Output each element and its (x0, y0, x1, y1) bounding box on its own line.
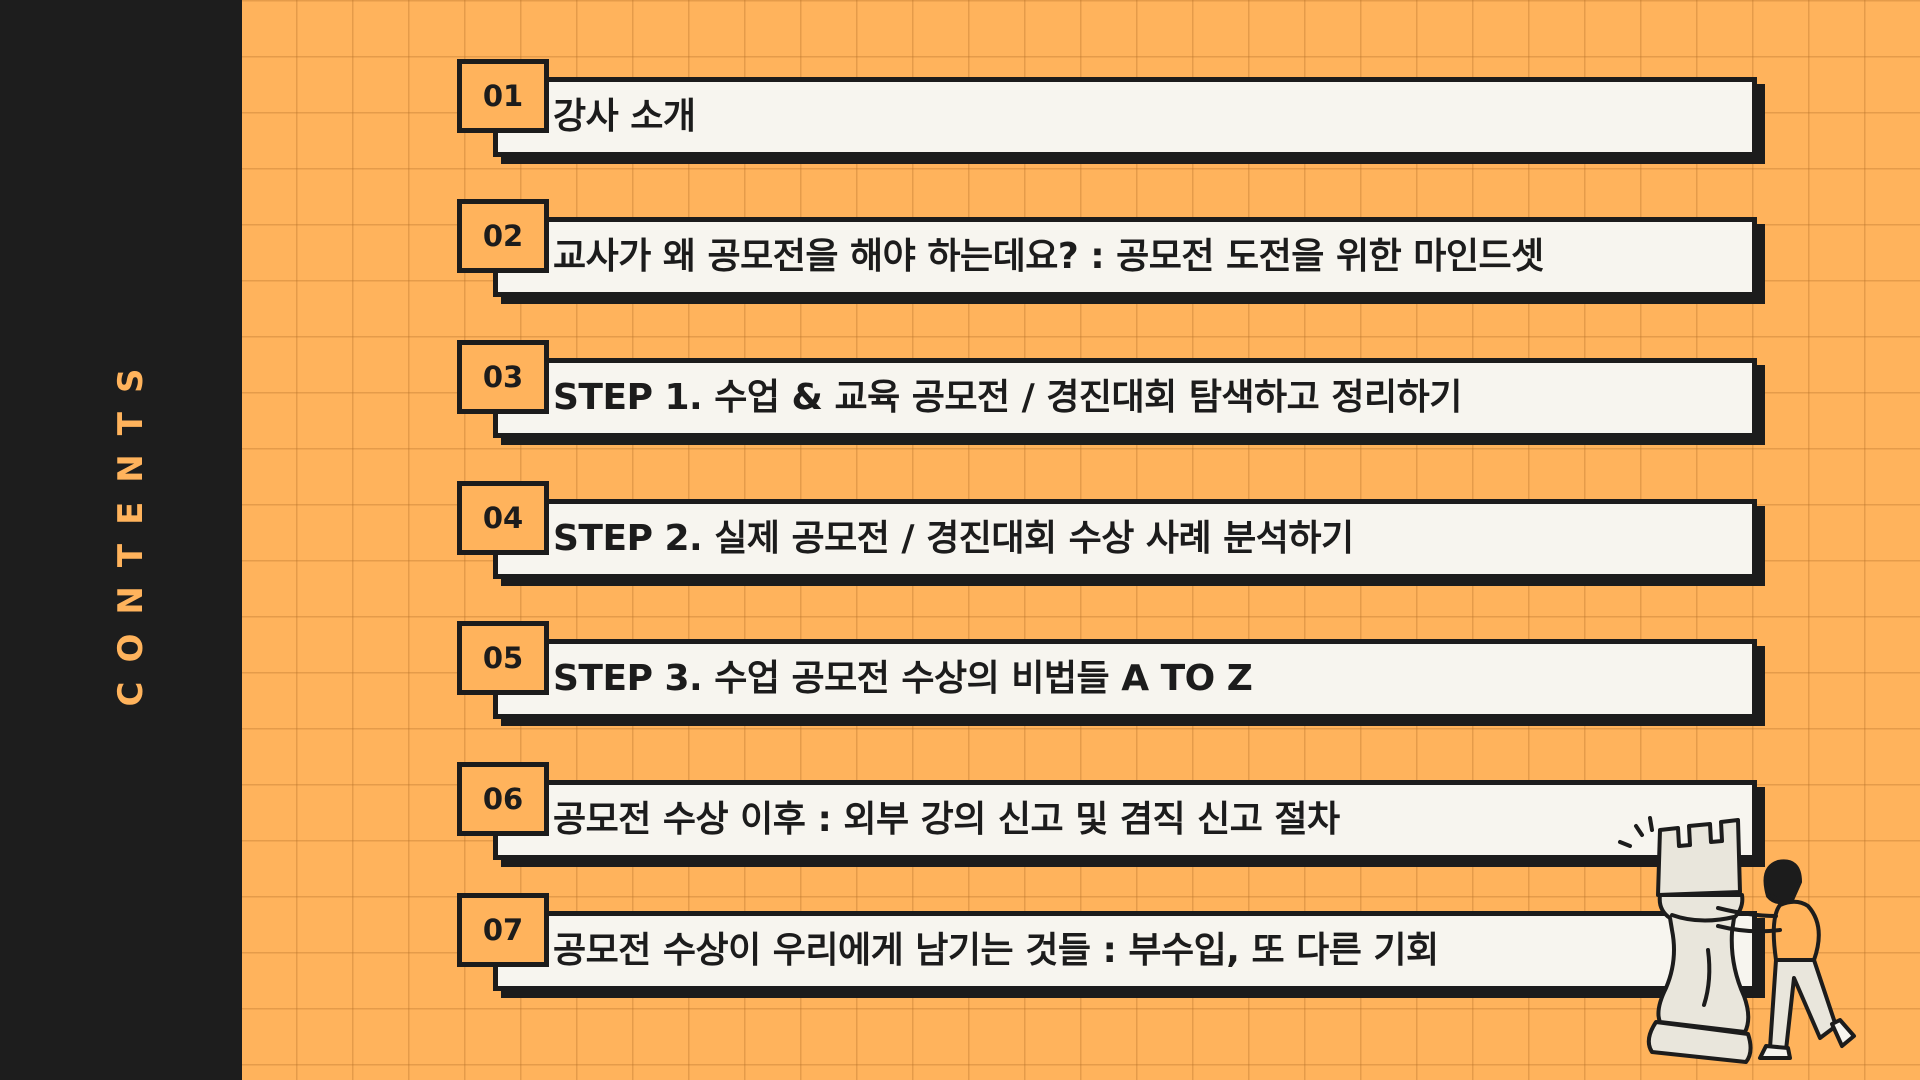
contents-heading: CONTENTS (111, 349, 151, 707)
item-label: 공모전 수상이 우리에게 남기는 것들 : 부수입, 또 다른 기회 (553, 930, 1439, 971)
item-number-badge: 01 (457, 59, 549, 133)
item-number-badge: 03 (457, 340, 549, 414)
item-number-badge: 05 (457, 621, 549, 695)
item-label: 강사 소개 (553, 96, 696, 137)
item-bar (493, 77, 1757, 157)
item-label: STEP 2. 실제 공모전 / 경진대회 수상 사례 분석하기 (553, 518, 1354, 559)
item-number-badge: 06 (457, 762, 549, 836)
contents-item-03: STEP 1. 수업 & 교육 공모전 / 경진대회 탐색하고 정리하기 03 (457, 340, 1762, 440)
contents-item-02: 교사가 왜 공모전을 해야 하는데요? : 공모전 도전을 위한 마인드셋 02 (457, 199, 1762, 299)
person-pushing-chess-rook-icon (1618, 816, 1856, 1064)
item-label: STEP 3. 수업 공모전 수상의 비법들 A TO Z (553, 658, 1253, 699)
contents-item-01: 강사 소개 01 (457, 59, 1762, 159)
contents-item-04: STEP 2. 실제 공모전 / 경진대회 수상 사례 분석하기 04 (457, 481, 1762, 581)
item-bar (493, 358, 1757, 438)
item-number-badge: 07 (457, 893, 549, 967)
item-number-badge: 02 (457, 199, 549, 273)
sidebar: CONTENTS (0, 0, 242, 1080)
item-label: 교사가 왜 공모전을 해야 하는데요? : 공모전 도전을 위한 마인드셋 (553, 236, 1544, 277)
item-bar (493, 217, 1757, 297)
item-label: STEP 1. 수업 & 교육 공모전 / 경진대회 탐색하고 정리하기 (553, 377, 1462, 418)
item-label: 공모전 수상 이후 : 외부 강의 신고 및 겸직 신고 절차 (553, 799, 1340, 840)
contents-item-06: 공모전 수상 이후 : 외부 강의 신고 및 겸직 신고 절차 06 (457, 762, 1762, 862)
contents-item-05: STEP 3. 수업 공모전 수상의 비법들 A TO Z 05 (457, 621, 1762, 721)
item-bar (493, 499, 1757, 579)
item-bar (493, 780, 1757, 860)
item-number-badge: 04 (457, 481, 549, 555)
item-bar (493, 639, 1757, 719)
item-bar (493, 911, 1757, 991)
contents-item-07: 공모전 수상이 우리에게 남기는 것들 : 부수입, 또 다른 기회 07 (457, 893, 1762, 993)
